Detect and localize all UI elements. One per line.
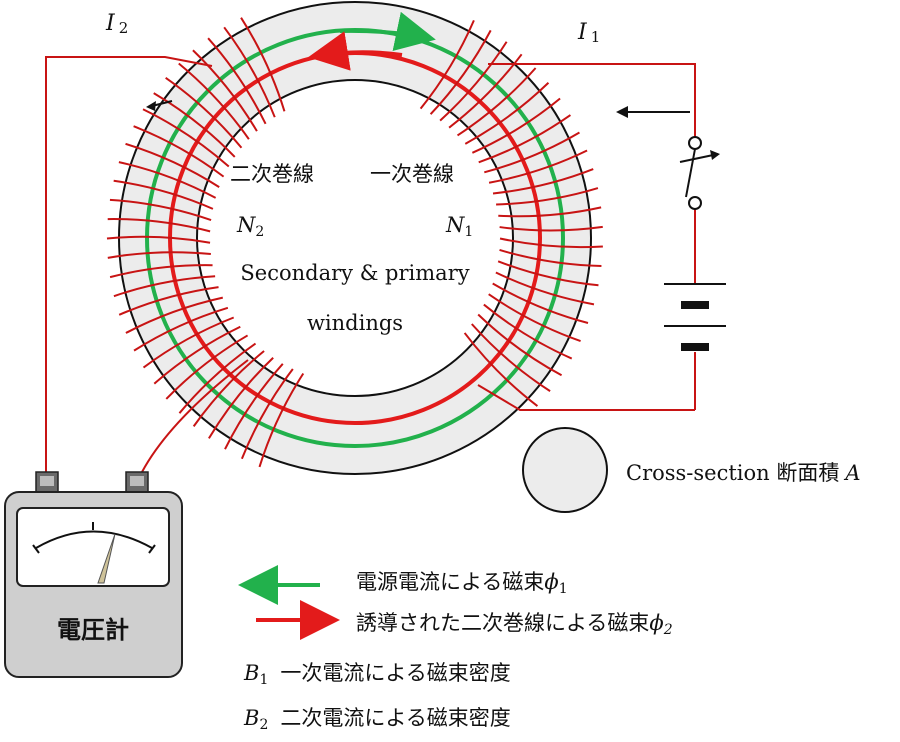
coil-turn [109,264,213,279]
coil-turn [125,142,220,188]
coil-turn [497,260,599,287]
coil-turn [165,334,249,400]
coil-turn [223,26,276,118]
coil-turn [498,206,602,218]
primary-circuit-wire [477,63,696,411]
switch [679,136,720,210]
coil-turn [142,316,235,369]
coil-turn [471,97,561,154]
coil-turn [240,368,294,460]
coil-turn [471,323,551,392]
coil-turn [464,82,550,145]
coil-windings [106,17,603,468]
coil-turn [133,125,225,178]
coil-turn [483,303,573,360]
coil-turn [125,296,224,334]
coil-turn [499,225,603,232]
windings-caption-line2: windings [307,311,403,335]
coil-turn [492,282,589,324]
cross-section-circle [522,427,608,513]
coil-turn [258,372,305,468]
coil-turn [484,131,580,174]
secondary-circuit-wire [45,56,249,473]
secondary-current-arrowhead [146,101,156,111]
coil-turn [142,108,230,168]
coil-turn [178,62,250,140]
coil-turn [496,187,599,206]
coil-turn [113,179,214,210]
coil-turn [463,332,539,407]
coil-turn [492,168,594,195]
coil-turn [118,286,219,316]
coil-turn [448,53,523,129]
coil-turn [192,350,265,427]
coil-turn [499,237,603,249]
coil-turn [208,357,274,439]
n1-label: N1 [445,213,473,240]
primary-winding-label: 一次巻線 [370,162,454,186]
red-flux-arrow [308,31,403,71]
coil-turn [113,275,216,298]
coil-turn [133,306,229,352]
coil-turn [107,218,211,233]
coil-turn [456,67,537,137]
primary-current-arrowhead [616,106,628,118]
green-flux-arrow [339,11,436,51]
coil-turn [439,41,508,122]
coil-turn [488,149,588,184]
secondary-winding-label: 二次巻線 [230,162,314,186]
coil-turn [153,325,241,385]
voltmeter: 電圧計 [4,471,183,678]
coil-turn [488,293,581,343]
coil-turn [192,49,258,132]
coil-turn [499,248,602,267]
n2-label: N2 [236,213,264,240]
coil-turn [107,251,211,259]
coil-turn [153,92,236,158]
battery [664,283,726,351]
coil-turn [106,235,211,244]
voltmeter-label: 電圧計 [57,616,129,644]
coil-turn [478,114,572,164]
coil-turn [495,271,595,306]
coil-turn [118,161,217,199]
coil-turn [240,17,286,112]
coil-turn [429,29,492,115]
legend-red-text: 誘導された二次巻線による磁束ϕ2 [356,611,673,638]
coil-turn [419,19,475,110]
coil-turn [207,37,267,125]
coil-turn [109,198,212,222]
coil-turn [224,363,284,450]
coil-turn [165,76,243,149]
coil-turn [178,342,257,414]
windings-caption-line1: Secondary & primary [240,261,469,285]
legend-green-text: 電源電流による磁束ϕ1 [356,570,568,597]
coil-turn [477,313,563,377]
